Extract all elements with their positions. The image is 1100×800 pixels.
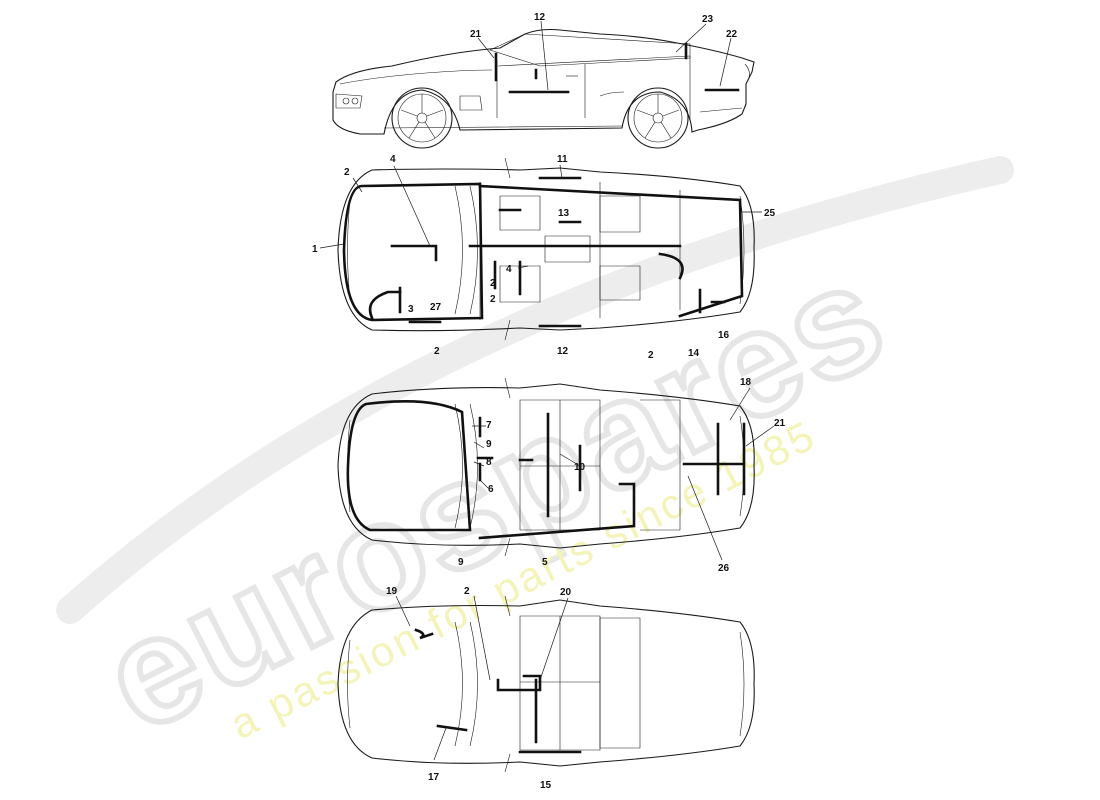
callout-label: 6 — [488, 484, 494, 495]
callout-label: 4 — [390, 154, 396, 165]
callout-label: 14 — [688, 348, 700, 359]
callout-label: 10 — [574, 462, 586, 473]
callout-label: 12 — [557, 346, 569, 357]
watermark: eurospares a passion for parts since 198… — [56, 156, 1014, 767]
callout-labels-side: 21 12 23 22 — [470, 12, 738, 40]
callout-label: 2 — [434, 346, 440, 357]
side-view — [332, 20, 755, 149]
callout-label: 27 — [430, 302, 442, 313]
callout-label: 2 — [648, 350, 654, 361]
callout-label: 2 — [490, 278, 496, 289]
callout-label: 4 — [506, 264, 512, 275]
callout-label: 17 — [428, 772, 440, 783]
top-view-1 — [319, 157, 762, 341]
callout-label: 20 — [560, 587, 572, 598]
callout-label: 21 — [470, 29, 482, 40]
top-view-2 — [337, 377, 775, 561]
callout-label: 22 — [726, 29, 738, 40]
callout-labels-view2: 18 21 7 9 8 10 6 9 5 26 — [458, 377, 786, 574]
callout-label: 8 — [486, 457, 492, 468]
callout-label: 2 — [464, 586, 470, 597]
callout-label: 19 — [386, 586, 398, 597]
callout-label: 23 — [702, 14, 714, 25]
callout-labels-view3: 19 2 20 17 15 — [386, 586, 572, 791]
top-view-3 — [337, 595, 755, 773]
callout-label: 5 — [542, 557, 548, 568]
callout-label: 3 — [408, 304, 414, 315]
callout-label: 21 — [774, 418, 786, 429]
callout-label: 2 — [490, 294, 496, 305]
callout-label: 13 — [558, 208, 570, 219]
callout-labels-view1: 2 4 11 13 25 1 4 2 2 3 27 2 12 2 14 16 — [312, 154, 776, 361]
callout-label: 9 — [486, 439, 492, 450]
callout-label: 18 — [740, 377, 752, 388]
callout-label: 9 — [458, 557, 464, 568]
callout-label: 16 — [718, 330, 730, 341]
callout-label: 26 — [718, 563, 730, 574]
callout-label: 2 — [344, 167, 350, 178]
callout-label: 1 — [312, 244, 318, 255]
callout-label: 7 — [486, 420, 492, 431]
callout-label: 25 — [764, 208, 776, 219]
callout-label: 12 — [534, 12, 546, 23]
callout-label: 11 — [557, 154, 568, 165]
callout-label: 15 — [540, 780, 552, 791]
